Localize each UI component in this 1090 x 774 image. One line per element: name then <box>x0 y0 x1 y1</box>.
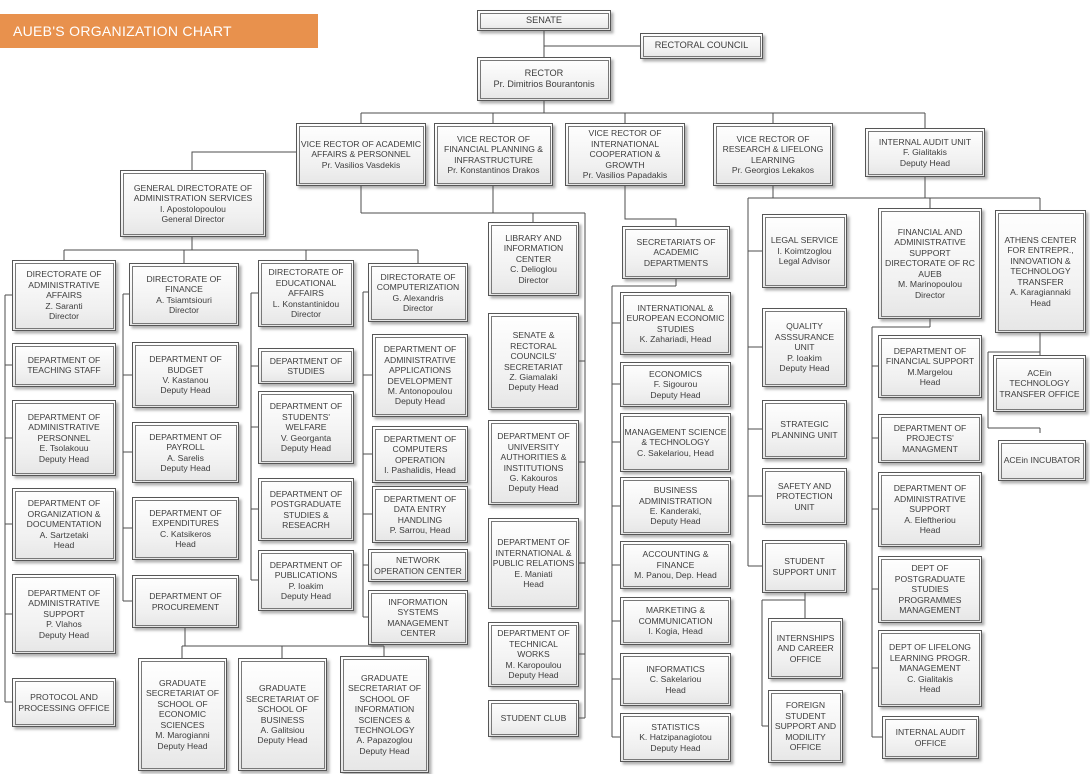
org-box-dept-postgraduate-studies: DEPARTMENT OF POSTGRADUATE STUDIES & RES… <box>258 478 354 541</box>
org-box-sec-statistics: STATISTICS K. Hatzipanagiotou Deputy Hea… <box>620 713 731 762</box>
org-box-internal-audit-office: INTERNAL AUDIT OFFICE <box>882 716 979 759</box>
org-box-vice-rector-research: VICE RECTOR OF RESEARCH & LIFELONG LEARN… <box>713 123 833 186</box>
org-box-dept-publications: DEPARTMENT OF PUBLICATIONS P. Ioakim Dep… <box>258 550 354 611</box>
org-box-sec-economics: ECONOMICS F. Sigourou Deputy Head <box>620 362 731 407</box>
org-box-financial-admin-directorate: FINANCIAL AND ADMINISTRATIVE SUPPORT DIR… <box>878 208 982 319</box>
org-box-information-systems-center: INFORMATION SYSTEMS MANAGEMENT CENTER <box>368 590 468 645</box>
org-box-senate: SENATE <box>477 10 611 31</box>
org-box-dept-expenditures: DEPARTMENT OF EXPENDITURES C. Katsikeros… <box>132 497 239 560</box>
org-box-legal-service: LEGAL SERVICE I. Koimtzoglou Legal Advis… <box>762 214 847 288</box>
org-box-grad-secretariat-economic: GRADUATE SECRETARIAT OF SCHOOL OF ECONOM… <box>138 658 227 771</box>
org-box-dept-technical-works: DEPARTMENT OF TECHNICAL WORKS M. Karopou… <box>488 622 579 687</box>
org-box-dept-postgrad-programmes: DEPT OF POSTGRADUATE STUDIES PROGRAMMES … <box>878 556 982 623</box>
org-box-dept-admin-support: DEPARTMENT OF ADMINISTRATIVE SUPPORT P. … <box>12 574 116 654</box>
org-box-sec-business-administration: BUSINESS ADMINISTRATION E. Kanderaki, De… <box>620 477 731 535</box>
org-box-grad-secretariat-infosci: GRADUATE SECRETARIAT OF SCHOOL OF INFORM… <box>340 656 429 773</box>
org-box-internal-audit-unit: INTERNAL AUDIT UNIT F. Gialitakis Deputy… <box>865 128 985 177</box>
org-box-dept-procurement: DEPARTMENT OF PROCUREMENT <box>132 575 239 628</box>
org-box-dept-international-relations: DEPARTMENT OF INTERNATIONAL & PUBLIC REL… <box>488 518 579 609</box>
org-box-student-support-unit: STUDENT SUPPORT UNIT <box>762 540 847 593</box>
connector-admin-columns <box>4 151 419 703</box>
org-box-rectoral-council: RECTORAL COUNCIL <box>640 33 763 59</box>
org-box-strategic-planning-unit: STRATEGIC PLANNING UNIT <box>762 400 847 459</box>
org-box-dept-university-authorities: DEPARTMENT OF UNIVERSITY AUTHORITIES & I… <box>488 420 579 505</box>
org-box-dept-admin-support-rc: DEPARTMENT OF ADMINISTRATIVE SUPPORT A. … <box>878 472 982 547</box>
org-box-athens-center: ATHENS CENTER FOR ENTREPR., INNOVATION &… <box>995 210 1086 333</box>
org-box-secretariats-header: SECRETARIATS OF ACADEMIC DEPARTMENTS <box>622 226 730 279</box>
org-box-directorate-educational: DIRECTORATE OF EDUCATIONAL AFFAIRS L. Ko… <box>258 260 354 327</box>
org-box-safety-protection-unit: SAFETY AND PROTECTION UNIT <box>762 468 847 525</box>
org-box-dept-data-entry: DEPARTMENT OF DATA ENTRY HANDLING P. Sar… <box>372 486 468 543</box>
org-box-dept-lifelong-learning: DEPT OF LIFELONG LEARNING PROGR. MANAGEM… <box>878 630 982 707</box>
org-box-sec-accounting-finance: ACCOUNTING & FINANCE M. Panou, Dep. Head <box>620 541 731 589</box>
org-box-dept-admin-applications: DEPARTMENT OF ADMINISTRATIVE APPLICATION… <box>372 334 468 417</box>
org-box-sec-marketing-communication: MARKETING & COMMUNICATION I. Kogia, Head <box>620 597 731 645</box>
org-box-directorate-computerization: DIRECTORATE OF COMPUTERIZATION G. Alexan… <box>368 263 468 322</box>
org-box-dept-students-welfare: DEPARTMENT OF STUDENTS' WELFARE V. Georg… <box>258 391 354 464</box>
org-box-acein-tech-transfer-office: ACEin TECHNOLOGY TRANSFER OFFICE <box>993 355 1086 412</box>
org-box-rector: RECTOR Pr. Dimitrios Bourantonis <box>477 57 611 101</box>
org-box-sec-informatics: INFORMATICS C. Sakelariou Head <box>620 653 731 706</box>
org-box-dept-financial-support: DEPARTMENT OF FINANCIAL SUPPORT M.Margel… <box>878 335 982 398</box>
org-box-grad-secretariat-business: GRADUATE SECRETARIAT OF SCHOOL OF BUSINE… <box>238 658 327 771</box>
org-box-library-center: LIBRARY AND INFORMATION CENTER C. Deliog… <box>488 222 579 296</box>
org-box-vice-rector-financial: VICE RECTOR OF FINANCIAL PLANNING & INFR… <box>434 123 553 186</box>
org-box-vice-rector-international: VICE RECTOR OF INTERNATIONAL COOPERATION… <box>565 123 685 186</box>
org-box-dept-organization-documentation: DEPARTMENT OF ORGANIZATION & DOCUMENTATI… <box>12 488 116 561</box>
org-box-dept-projects-management: DEPARTMENT OF PROJECTS' MANAGMENT <box>878 414 982 463</box>
org-box-directorate-finance: DIRECTORATE OF FINANCE A. Tsiamtsiouri D… <box>129 263 239 326</box>
org-box-student-club: STUDENT CLUB <box>488 700 579 737</box>
org-box-internships-career-office: INTERNSHIPS AND CAREER OFFICE <box>768 618 843 679</box>
org-box-protocol-office: PROTOCOL AND PROCESSING OFFICE <box>12 678 116 727</box>
org-box-general-directorate: GENERAL DIRECTORATE OF ADMINISTRATION SE… <box>120 170 266 237</box>
org-box-vice-rector-academic: VICE RECTOR OF ACADEMIC AFFAIRS & PERSON… <box>296 123 426 186</box>
connector-middle-columns <box>360 186 677 738</box>
org-box-acein-incubator: ACEin INCUBATOR <box>998 440 1086 481</box>
org-box-senate-secretariat: SENATE & RECTORAL COUNCILS' SECRETARIAT … <box>488 313 579 410</box>
org-box-dept-studies: DEPARTMENT OF STUDIES <box>258 348 354 384</box>
connector-top <box>360 31 926 128</box>
org-box-dept-admin-personnel: DEPARTMENT OF ADMINISTRATIVE PERSONNEL E… <box>12 400 116 476</box>
org-box-dept-teaching-staff: DEPARTMENT OF TEACHING STAFF <box>12 343 116 387</box>
connector-right-columns <box>747 177 1041 738</box>
chart-title-banner: AUEB'S ORGANIZATION CHART <box>0 14 318 48</box>
org-box-sec-management-science: MANAGEMENT SCIENCE & TECHNOLOGY C. Sakel… <box>620 413 731 472</box>
org-box-directorate-admin-affairs: DIRECTORATE OF ADMINISTRATIVE AFFAIRS Z.… <box>12 260 116 331</box>
org-box-dept-budget: DEPARTMENT OF BUDGET V. Kastanou Deputy … <box>132 342 239 408</box>
org-box-foreign-student-office: FOREIGN STUDENT SUPPORT AND MODILITY OFF… <box>768 690 843 763</box>
org-box-dept-payroll: DEPARTMENT OF PAYROLL A. Sarelis Deputy … <box>132 422 239 483</box>
org-box-sec-international-european: INTERNATIONAL & EUROPEAN ECONOMIC STUDIE… <box>620 292 731 355</box>
org-box-network-operation-center: NETWORK OPERATION CENTER <box>368 549 468 582</box>
org-box-dept-computers-operation: DEPARTMENT OF COMPUTERS OPERATION I. Pas… <box>372 426 468 483</box>
org-box-quality-assurance-unit: QUALITY ASSSURANCE UNIT P. Ioakim Deputy… <box>762 308 847 387</box>
